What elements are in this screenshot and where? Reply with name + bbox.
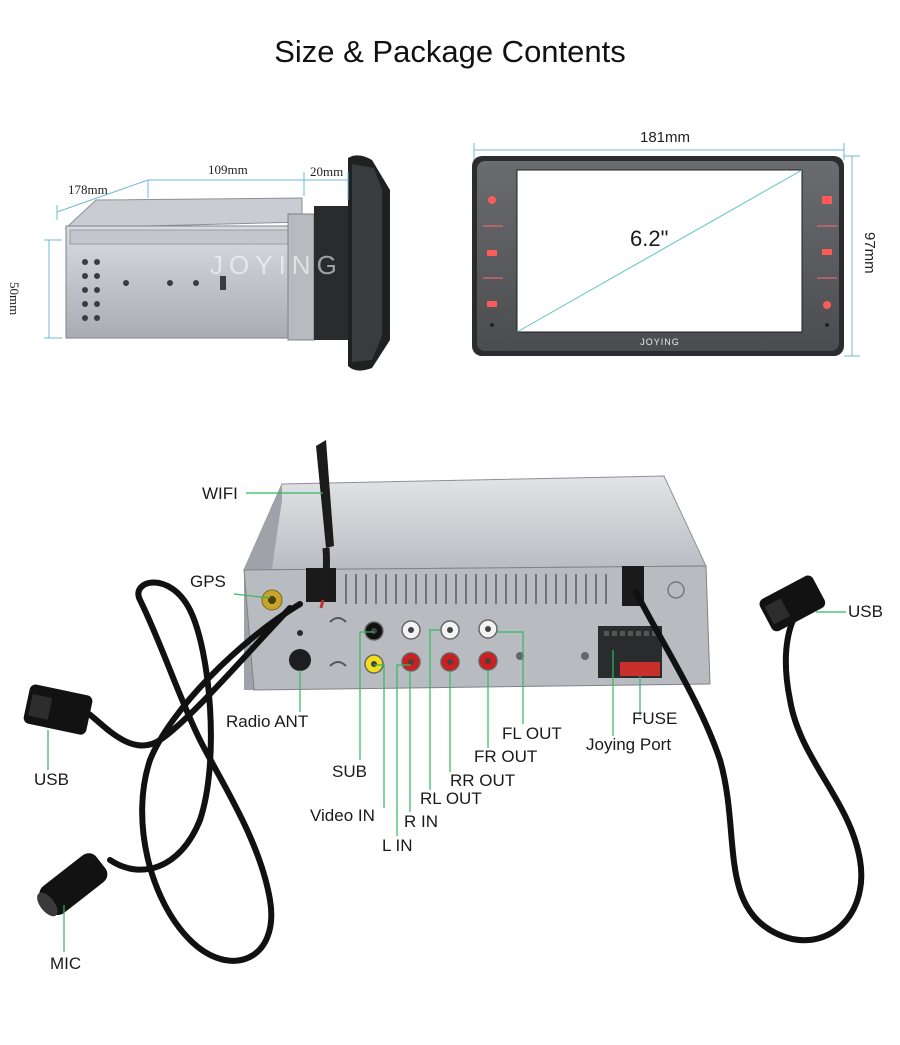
label-l-in: L IN — [382, 836, 413, 855]
label-gps: GPS — [190, 572, 226, 591]
dim-front-label: 20mm — [310, 164, 344, 179]
label-sub: SUB — [332, 762, 367, 781]
label-fl-out: FL OUT — [502, 724, 562, 743]
label-mic: MIC — [50, 954, 82, 973]
label-radio-ant: Radio ANT — [226, 712, 309, 731]
cables — [83, 579, 865, 964]
rear-view-unit — [243, 475, 711, 691]
label-r-in: R IN — [404, 812, 438, 831]
leader-lines — [47, 492, 846, 952]
dim-body-label: 109mm — [208, 162, 248, 177]
label-video-in: Video IN — [310, 806, 375, 825]
label-fr-out: FR OUT — [474, 747, 538, 766]
dim-height-label: 50mm — [7, 282, 22, 316]
dim-width-label: 181mm — [640, 129, 691, 146]
label-rl-out: RL OUT — [420, 789, 482, 808]
usb-plugs — [23, 575, 826, 917]
front-brand-logo: JOYING — [640, 337, 680, 347]
dim-depth-label: 178mm — [68, 182, 108, 197]
label-usb-left: USB — [34, 770, 69, 789]
front-view-unit: JOYING — [472, 156, 844, 356]
side-view-unit: JOYING — [64, 155, 390, 371]
dim-front-height-label: 97mm — [861, 232, 878, 274]
wifi-antenna — [316, 440, 334, 609]
side-watermark: JOYING — [210, 250, 343, 280]
side-dimension-lines — [44, 172, 349, 339]
label-fuse: FUSE — [632, 709, 678, 728]
label-wifi: WIFI — [202, 484, 238, 503]
label-rr-out: RR OUT — [450, 771, 516, 790]
label-joying-port: Joying Port — [586, 735, 672, 754]
label-usb-right: USB — [848, 602, 883, 621]
screen-size-label: 6.2" — [630, 226, 669, 251]
page-title: Size & Package Contents — [274, 34, 626, 69]
front-dimension-lines — [473, 143, 860, 357]
